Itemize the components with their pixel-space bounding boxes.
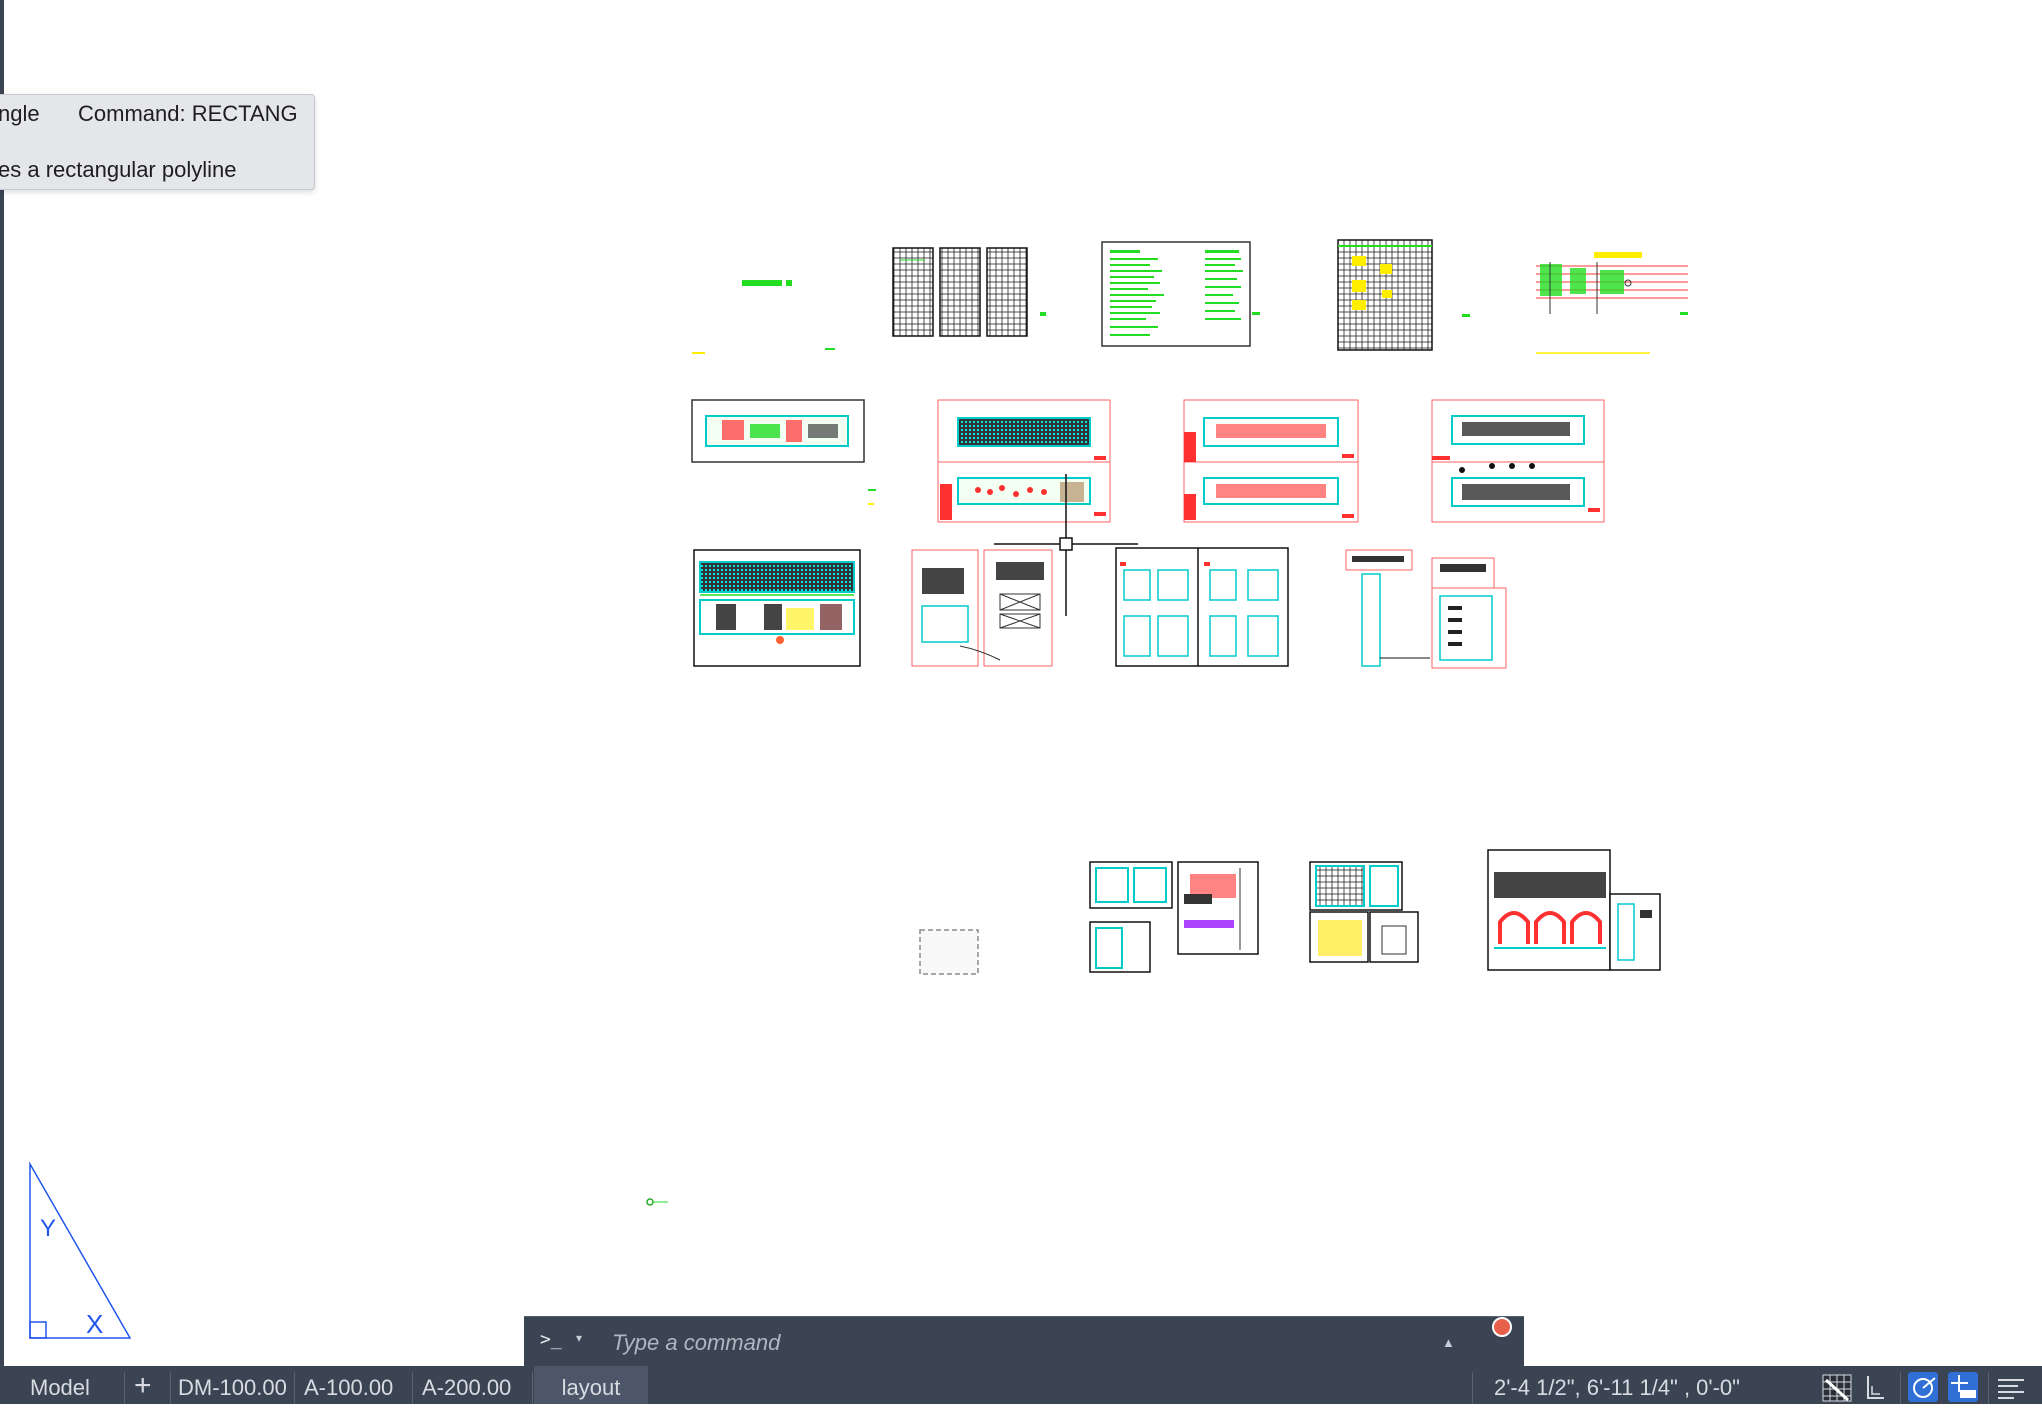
- coordinate-readout: 2'-4 1/2", 6'-11 1/4" , 0'-0": [1494, 1375, 1740, 1400]
- chevron-down-icon[interactable]: ▾: [576, 1331, 583, 1345]
- sheet-elevations-2: [911, 549, 1053, 667]
- sheet-elevations-1: [693, 549, 861, 667]
- tab-layout[interactable]: layout: [534, 1366, 648, 1404]
- sheet-legend: [1536, 252, 1688, 354]
- sheet-title-block: [692, 280, 835, 354]
- sheet-interior-details-1: [1089, 861, 1259, 973]
- tooltip-command-title: ngle: [0, 101, 40, 126]
- sheet-floor-plan-1: [691, 399, 876, 505]
- tooltip-command-name: Command: RECTANG: [78, 101, 298, 126]
- tooltip-description: es a rectangular polyline: [0, 157, 237, 182]
- sheet-schedule-tables: [892, 247, 1046, 337]
- stray-mark: [646, 1198, 668, 1206]
- status-bar: Model + DM-100.00 A-100.00 A-200.00 layo…: [0, 1366, 2042, 1404]
- sheet-details-1: [1115, 547, 1289, 667]
- command-line: >_ ▾ ▲: [524, 1316, 1524, 1367]
- tab-a-200[interactable]: A-200.00: [422, 1375, 512, 1400]
- snap-mode-icon[interactable]: [1860, 1372, 1890, 1402]
- ucs-x-label: X: [86, 1309, 103, 1339]
- command-history-icon[interactable]: ▲: [1442, 1335, 1455, 1350]
- sheet-elevation-arches: [1487, 849, 1661, 971]
- tab-model[interactable]: Model: [30, 1375, 90, 1400]
- ucs-y-label: Y: [40, 1215, 56, 1242]
- selection-preview-box: [919, 929, 979, 975]
- tab-a-100[interactable]: A-100.00: [304, 1375, 394, 1400]
- command-prompt-icon[interactable]: >_: [540, 1329, 562, 1350]
- sheet-floor-plan-2: [937, 399, 1111, 523]
- sheet-door-schedule: [1337, 239, 1470, 351]
- left-edge-bar: [0, 0, 4, 1367]
- ucs-icon: [29, 1161, 132, 1339]
- tab-dm-100[interactable]: DM-100.00: [178, 1375, 287, 1400]
- add-layout-button[interactable]: +: [134, 1369, 152, 1402]
- grid-display-icon[interactable]: [1822, 1372, 1852, 1402]
- command-tooltip: ngle Command: RECTANG es a rectangular p…: [0, 94, 315, 190]
- object-snap-tracking-icon[interactable]: [1948, 1372, 1978, 1402]
- sheet-details-2: [1345, 549, 1507, 669]
- sheet-interior-details-2: [1309, 861, 1419, 963]
- sheet-floor-plan-3: [1183, 399, 1359, 523]
- sheet-floor-plan-4: [1431, 399, 1605, 523]
- crosshair-cursor: [994, 474, 1138, 616]
- polar-tracking-icon[interactable]: [1908, 1372, 1938, 1402]
- sheet-general-notes: [1101, 241, 1260, 347]
- customization-menu-icon[interactable]: [1996, 1372, 2026, 1402]
- command-input[interactable]: [610, 1325, 1434, 1361]
- record-indicator-icon[interactable]: [1492, 1317, 1512, 1337]
